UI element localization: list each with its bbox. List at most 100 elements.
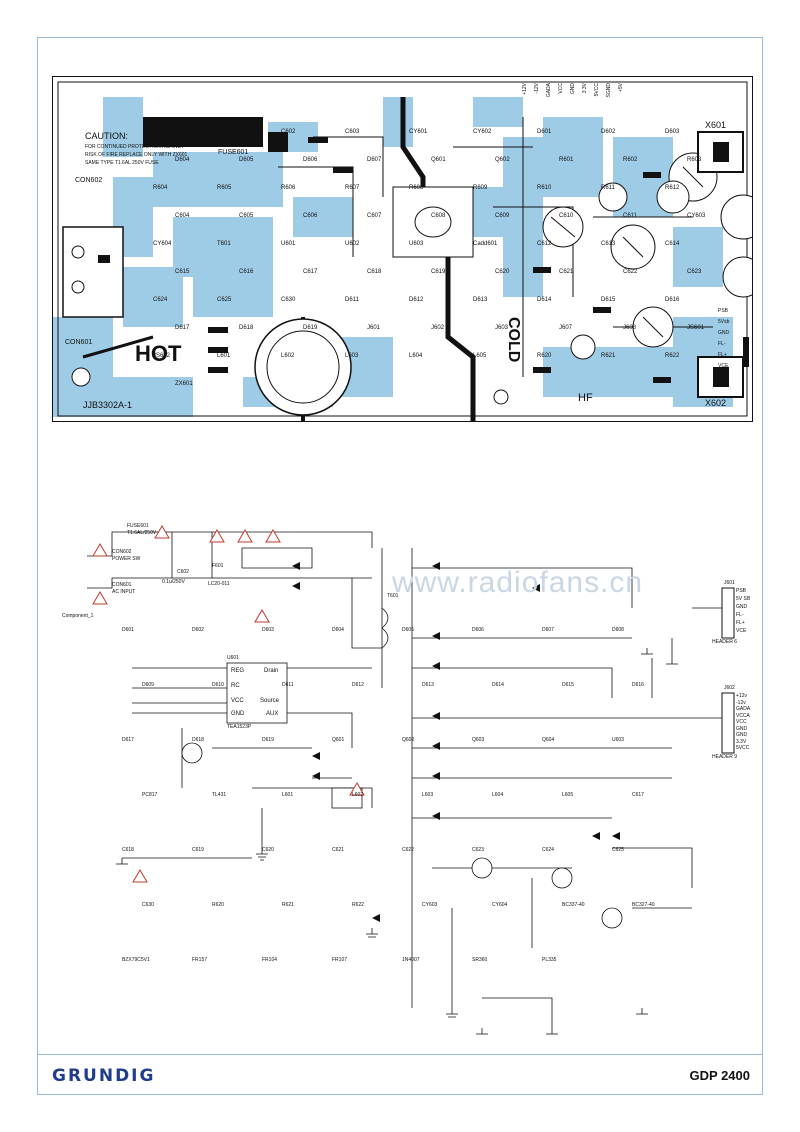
schematic-part-label: C624: [542, 847, 554, 853]
schematic-part-label: FR157: [192, 957, 208, 963]
header1-pin-label: 5V SB: [736, 596, 751, 602]
component-note: Component_1: [62, 613, 94, 619]
schematic-part-label: D613: [422, 682, 434, 688]
schematic-part-label: C617: [632, 792, 644, 798]
ic-pin-drain: Drain: [264, 668, 279, 674]
schematic: www.radiofans.cn CON602 POWER SW CON601 …: [52, 488, 751, 1048]
pcb-component-label: D607: [367, 157, 382, 163]
pcb-component-label: R606: [281, 185, 296, 191]
caution-title: CAUTION:: [85, 131, 129, 141]
con602-label: CON602: [112, 549, 132, 555]
header2-pin-label: 3.3V: [736, 738, 747, 745]
pcb-component-label: R603: [687, 157, 702, 163]
pcb-top-pin-label: -12V: [534, 83, 540, 94]
schematic-part-label: D607: [542, 627, 554, 633]
schematic-part-label: SR360: [472, 957, 488, 963]
schematic-part-label: R621: [282, 902, 294, 908]
schematic-part-label: C618: [122, 847, 134, 853]
schematic-wires: [87, 525, 735, 1035]
pcb-component-label: C620: [495, 269, 510, 275]
pcb-component-label: D612: [409, 297, 424, 303]
fuse-label: FUSE601: [127, 523, 149, 529]
pcb-component-label: C601: [217, 129, 232, 135]
f601-label: F601: [212, 563, 224, 569]
pcb-component-label: L605: [473, 353, 487, 359]
pcb-top-pin-label: 3.3V: [582, 83, 588, 94]
pcb-top-pin-label: GND: [570, 83, 576, 95]
schematic-part-label: TL431: [212, 792, 227, 798]
pcb-component-label: C616: [239, 269, 254, 275]
fuse-label: FUSE601: [218, 149, 249, 156]
pcb-component-label: R611: [601, 185, 615, 191]
schematic-part-label: D604: [332, 627, 344, 633]
pcb-component-label: C615: [175, 269, 190, 275]
schematic-part-label: CY604: [492, 902, 508, 908]
pcb-component-label: R621: [601, 353, 616, 359]
pcb-component-label: R602: [623, 157, 638, 163]
pcb-component-label: C630: [281, 297, 296, 303]
pcb-component-label: D617: [175, 325, 190, 331]
header2-pin-label: VCC: [736, 719, 747, 725]
header1-pin-label: FL-: [736, 612, 744, 618]
schematic-part-label: D612: [352, 682, 364, 688]
x602-label: X602: [705, 398, 727, 408]
schematic-part-label: C630: [142, 902, 154, 908]
pcb-component-label: R608: [409, 185, 424, 191]
pcb-top-pin-label: VCC: [558, 83, 564, 94]
pcb-top-pin-label: SGND: [606, 83, 612, 98]
pcb-component-label: C609: [495, 213, 510, 219]
pcb-layout: CAUTION: FOR CONTINUED PROTECTION AGAINS…: [52, 76, 753, 422]
schematic-part-label: 1N4007: [402, 957, 420, 963]
pcb-component-label: J603: [495, 325, 509, 331]
pcb-component-label: C617: [303, 269, 318, 275]
con601-desc: AC INPUT: [112, 589, 136, 595]
cold-label: COLD: [505, 317, 522, 363]
con601-label: CON601: [65, 339, 93, 346]
caution-text-2: RISK OF FIRE REPLACE ONLY WITH ZX601: [85, 152, 188, 158]
pcb-pin-label: VCE: [718, 363, 729, 369]
model-number: GDP 2400: [689, 1068, 750, 1083]
header2-pin-label: GADA: [736, 706, 751, 712]
schematic-part-label: D617: [122, 737, 134, 743]
header2-pin-label: GND: [736, 725, 748, 732]
schematic-part-label: L605: [562, 792, 574, 798]
ic-pin-reg: REG: [231, 668, 245, 674]
pcb-component-label: CY603: [687, 213, 706, 219]
pcb-pin-label: FL+: [718, 352, 727, 358]
ic-label: U601: [227, 655, 239, 661]
pcb-component-label: U603: [409, 241, 424, 247]
c602-value: 0.1u/250V: [162, 579, 185, 585]
pcb-component-label: L602: [281, 353, 295, 359]
pcb-component-label: Q601: [431, 157, 446, 163]
ic-pin-aux: AUX: [266, 711, 279, 717]
pcb-component-label: C614: [665, 241, 680, 247]
ic-pin-gnd: GND: [231, 711, 245, 717]
schematic-part-label: PL335: [542, 957, 557, 963]
pcb-top-pin-label: 5VCC: [594, 83, 600, 97]
header2-name: HEADER 9: [712, 754, 738, 760]
pcb-component-label: J602: [431, 325, 445, 331]
pcb-component-label: C621: [559, 269, 574, 275]
header2-pin-label: 5VCC: [736, 745, 750, 751]
pcb-component-label: C602: [281, 129, 296, 135]
pcb-component-label: JS602: [153, 353, 171, 359]
pcb-component-label: D614: [537, 297, 552, 303]
ic-part: TEA1523P: [227, 724, 252, 730]
schematic-part-label: Q601: [332, 737, 345, 743]
header2-pin-label: VCCA: [736, 712, 750, 719]
schematic-part-label: C625: [612, 847, 624, 853]
pcb-component-label: R612: [665, 185, 680, 191]
schematic-part-label: D619: [262, 737, 274, 743]
pcb-component-label: C604: [175, 213, 190, 219]
schematic-part-label: FR107: [332, 957, 348, 963]
pcb-component-label: L601: [217, 353, 231, 359]
pcb-component-label: J607: [559, 325, 573, 331]
schematic-part-label: D606: [472, 627, 484, 633]
pcb-top-pin-label: +12V: [522, 83, 528, 95]
pcb-component-label: D602: [601, 129, 616, 135]
bulk-capacitor-outline: [254, 318, 352, 416]
pcb-component-label: JS601: [687, 325, 705, 331]
pcb-component-label: CY602: [473, 129, 492, 135]
caution-text-1: FOR CONTINUED PROTECTION AGAINST: [85, 144, 184, 150]
pcb-component-label: C618: [367, 269, 382, 275]
